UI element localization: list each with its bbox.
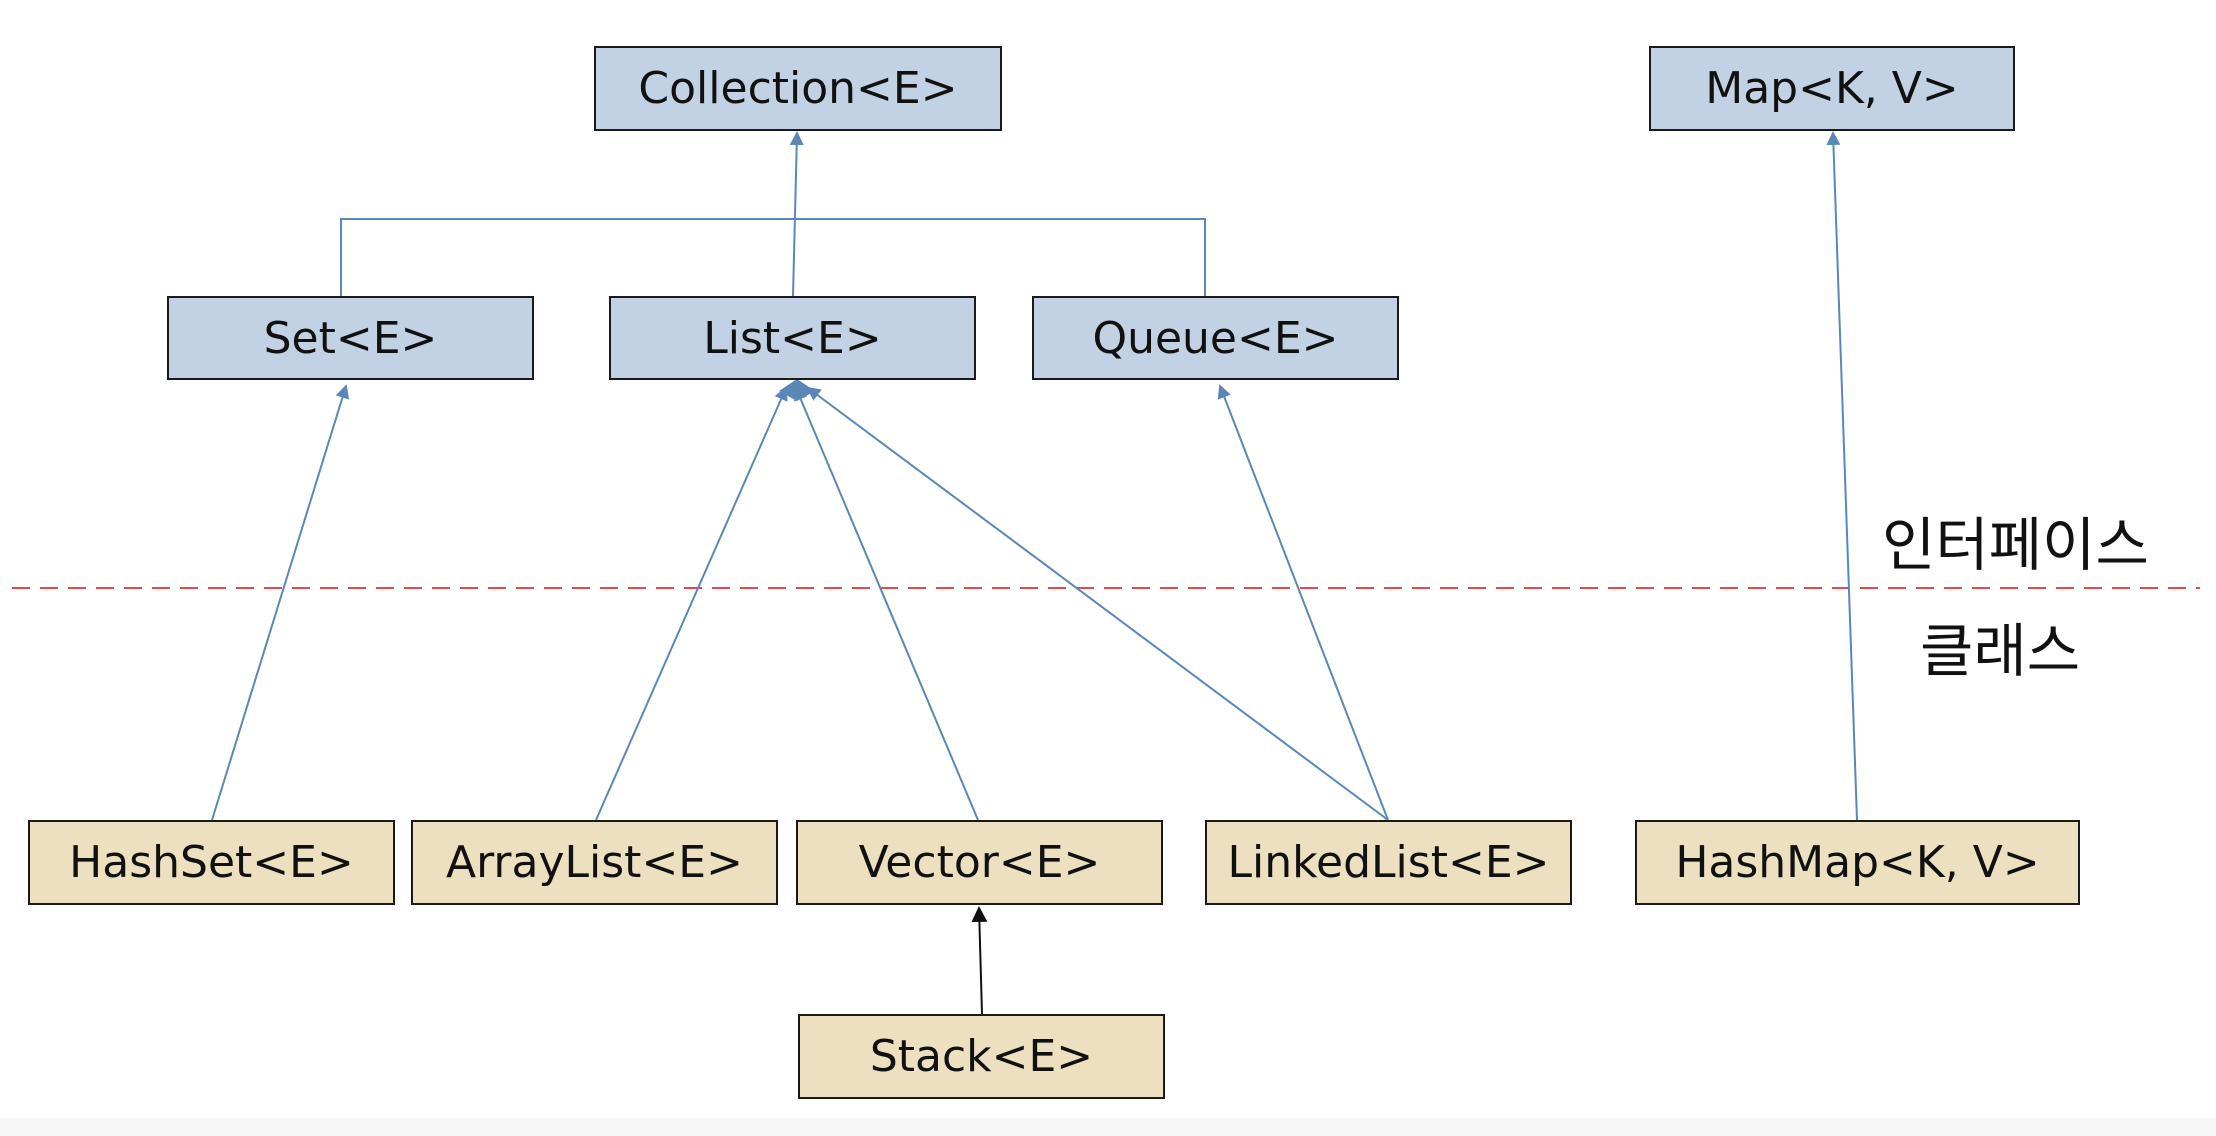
linkedlist-class-label: LinkedList<E>: [1227, 837, 1550, 888]
queue-interface-label: Queue<E>: [1092, 312, 1339, 364]
hashset-class-box: HashSet<E>: [28, 820, 395, 905]
map-interface-label: Map<K, V>: [1705, 63, 1959, 114]
queue-interface-box: Queue<E>: [1032, 296, 1399, 380]
edge-hashmap-to-map: [1826, 131, 1858, 821]
list-interface-label: List<E>: [703, 312, 882, 364]
arraylist-class-label: ArrayList<E>: [446, 837, 743, 888]
edge-hashset-to-set: [211, 384, 350, 821]
edge-arraylist-to-list: [595, 386, 788, 821]
edge-linkedlist-to-queue: [1217, 384, 1389, 821]
edge-vector-to-list: [794, 386, 979, 821]
linkedlist-class-box: LinkedList<E>: [1205, 820, 1572, 905]
stack-class-label: Stack<E>: [869, 1031, 1094, 1082]
hashmap-class-label: HashMap<K, V>: [1675, 837, 2040, 888]
bottom-edge-band: [0, 1118, 2216, 1136]
vector-class-box: Vector<E>: [796, 820, 1163, 905]
class-region-label: 클래스: [1920, 617, 2081, 685]
set-interface-box: Set<E>: [167, 296, 534, 380]
set-interface-label: Set<E>: [263, 312, 438, 364]
interface-region-label: 인터페이스: [1882, 511, 2149, 579]
collection-interface-label: Collection<E>: [638, 63, 958, 114]
edge-linkedlist-to-list: [806, 386, 1389, 821]
arraylist-class-box: ArrayList<E>: [411, 820, 778, 905]
edge-stack-to-vector: [971, 906, 988, 1015]
hashset-class-label: HashSet<E>: [69, 837, 354, 888]
edge-list-to-collection: [789, 131, 804, 297]
collection-interface-box: Collection<E>: [594, 46, 1002, 131]
stack-class-box: Stack<E>: [798, 1014, 1165, 1099]
vector-class-label: Vector<E>: [858, 837, 1101, 888]
list-convergence-marker: [779, 379, 815, 401]
hashmap-class-box: HashMap<K, V>: [1635, 820, 2080, 905]
list-interface-box: List<E>: [609, 296, 976, 380]
bracket-set-queue: [340, 218, 1206, 296]
map-interface-box: Map<K, V>: [1649, 46, 2015, 131]
